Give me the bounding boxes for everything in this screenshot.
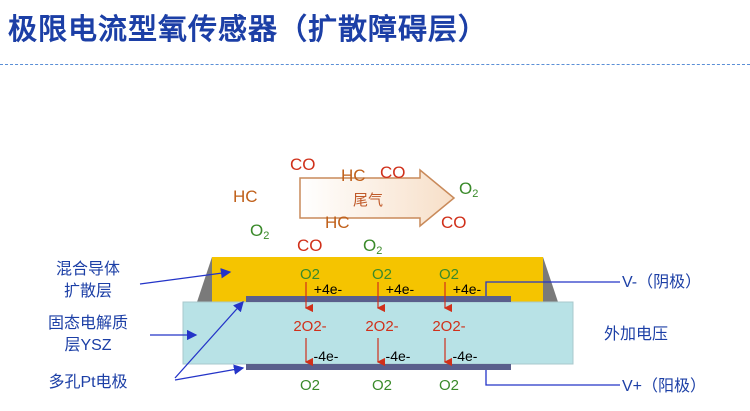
exhaust-label: 尾气 xyxy=(353,192,383,209)
oxygen-ion-label: 2O2- xyxy=(432,318,465,335)
diffusion-layer-edge xyxy=(543,257,558,302)
o2-bottom-label: O2 xyxy=(439,377,459,394)
electron-loss-label: -4e- xyxy=(453,348,478,364)
o2-top-label: O2 xyxy=(372,266,392,283)
electrolyte-label: 固态电解质 xyxy=(48,314,128,332)
o2-bottom-label: O2 xyxy=(300,377,320,394)
pointer-line xyxy=(174,301,244,379)
pt-electrode-label: 多孔Pt电极 xyxy=(48,373,127,391)
electron-loss-label: -4e- xyxy=(386,348,411,364)
oxygen-ion-label: 2O2- xyxy=(293,318,326,335)
diffusion-layer-label: 扩散层 xyxy=(64,282,112,300)
gas-label: CO xyxy=(297,236,323,255)
o2-bottom-label: O2 xyxy=(372,377,392,394)
gas-label: HC xyxy=(341,166,366,185)
electrolyte-label: 层YSZ xyxy=(64,337,111,354)
pointer-line xyxy=(139,268,232,285)
gas-label: CO xyxy=(380,163,406,182)
o2-top-label: O2 xyxy=(300,266,320,283)
oxygen-ion-label: 2O2- xyxy=(365,318,398,335)
gas-label-o2: O2 xyxy=(363,236,382,257)
gas-labels: CO HC CO HC O2 O2 HC CO CO O2 xyxy=(233,155,478,257)
electron-gain-label: +4e- xyxy=(453,281,482,297)
gas-label: CO xyxy=(290,155,316,174)
anode-label: V+（阳极） xyxy=(622,377,706,395)
voltage-label: 外加电压 xyxy=(604,325,668,343)
electron-loss-label: -4e- xyxy=(314,348,339,364)
electron-gain-label: +4e- xyxy=(386,281,415,297)
title-divider xyxy=(0,64,750,65)
electron-gain-label: +4e- xyxy=(314,281,343,297)
bottom-electrode xyxy=(246,364,511,370)
gas-label: HC xyxy=(325,213,350,232)
gas-label-o2: O2 xyxy=(250,221,269,242)
diffusion-layer-label: 混合导体 xyxy=(56,260,120,278)
cathode-wire xyxy=(485,281,620,296)
exhaust-arrow xyxy=(299,168,456,228)
reaction-columns: O2+4e-2O2--4e-O2O2+4e-2O2--4e-O2O2+4e-2O… xyxy=(293,266,481,394)
page-title: 极限电流型氧传感器（扩散障碍层） xyxy=(8,12,489,46)
o2-top-label: O2 xyxy=(439,266,459,283)
gas-label: CO xyxy=(441,213,467,232)
cathode-label: V-（阴极） xyxy=(622,273,701,291)
anode-wire xyxy=(485,370,620,386)
diffusion-layer-edge xyxy=(197,257,212,302)
pointer-line xyxy=(174,364,245,381)
gas-label-o2: O2 xyxy=(459,179,478,200)
gas-label: HC xyxy=(233,187,258,206)
